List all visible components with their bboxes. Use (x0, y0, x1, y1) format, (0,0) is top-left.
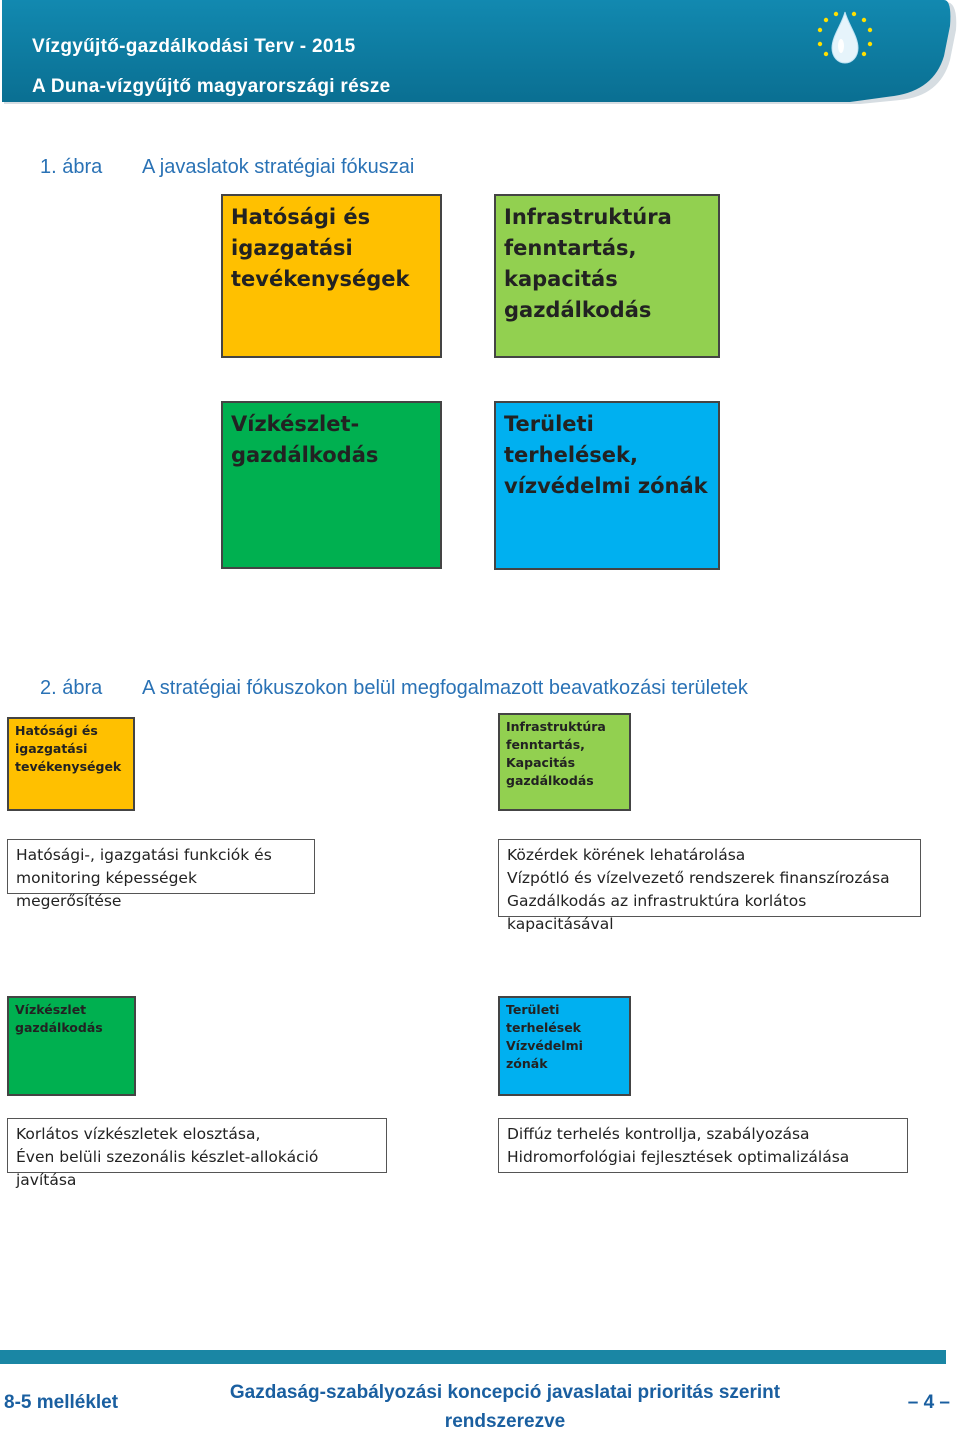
figure1-number: 1. ábra (40, 156, 103, 178)
header-title: Vízgyűjtő-gazdálkodási Terv - 2015 (32, 36, 356, 57)
focus-box-authority: Hatósági és igazgatási tevékenységek (221, 194, 442, 358)
footer-annex: 8-5 melléklet (4, 1392, 119, 1413)
figure2-caption: 2. ábra A stratégiai fókuszokon belül meg… (40, 677, 748, 700)
focus-box-water-resources: Vízkészlet- gazdálkodás (221, 401, 442, 569)
footer-title: Gazdaság-szabályozási koncepció javaslat… (140, 1378, 870, 1436)
focus-box-territorial-loads: Területi terhelések, vízvédelmi zónák (494, 401, 720, 570)
header-subtitle: A Duna-vízgyűjtő magyarországi része (32, 76, 391, 97)
figure2-title: A stratégiai fókuszokon belül megfogalma… (142, 677, 748, 699)
footer-title-line1: Gazdaság-szabályozási koncepció javaslat… (229, 1382, 781, 1403)
group-desc-authority: Hatósági-, igazgatási funkciók és monito… (7, 839, 315, 910)
group-label-water-resources: Vízkészlet gazdálkodás (7, 996, 136, 1096)
group-label-infrastructure: Infrastruktúra fenntartás, Kapacitás gaz… (498, 713, 631, 811)
footer-bar (0, 1350, 946, 1364)
group-label-territorial-loads: Területi terhelések Vízvédelmi zónák (498, 996, 631, 1096)
figure2-number: 2. ábra (40, 677, 103, 699)
group-label-authority: Hatósági és igazgatási tevékenységek (7, 717, 135, 811)
page-header: Vízgyűjtő-gazdálkodási Terv - 2015 A Dun… (0, 0, 960, 112)
water-drop-logo-icon (817, 11, 873, 64)
footer-title-line2: rendszerezve (444, 1411, 566, 1432)
page-number: – 4 – (907, 1392, 950, 1413)
figure1-title: A javaslatok stratégiai fókuszai (142, 156, 415, 178)
focus-box-infrastructure: Infrastruktúra fenntartás, kapacitás gaz… (494, 194, 720, 358)
header-band (2, 0, 957, 104)
group-desc-water-resources: Korlátos vízkészletek elosztása, Éven be… (7, 1118, 387, 1189)
group-desc-territorial-loads: Diffúz terhelés kontrollja, szabályozása… (498, 1118, 908, 1173)
figure1-caption: 1. ábra A javaslatok stratégiai fókuszai (40, 156, 414, 179)
group-desc-infrastructure: Közérdek körének lehatárolása Vízpótló é… (498, 839, 921, 933)
